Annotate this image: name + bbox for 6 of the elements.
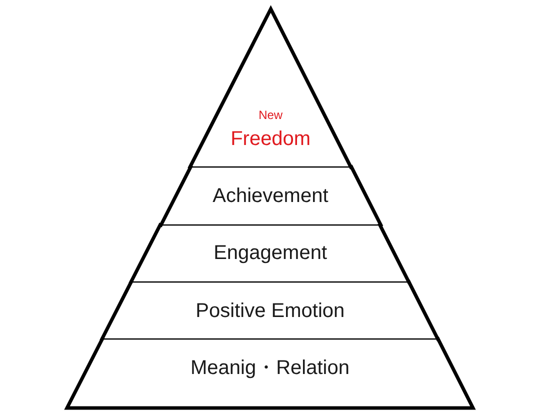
tier-label: Freedom: [230, 127, 311, 151]
tier-label: Engagement: [214, 241, 327, 265]
tier-label: New: [258, 108, 283, 122]
tier-label: Positive Emotion: [196, 299, 345, 323]
tier-label: Meanig・Relation: [190, 356, 350, 380]
tier-label: Achievement: [212, 184, 328, 208]
